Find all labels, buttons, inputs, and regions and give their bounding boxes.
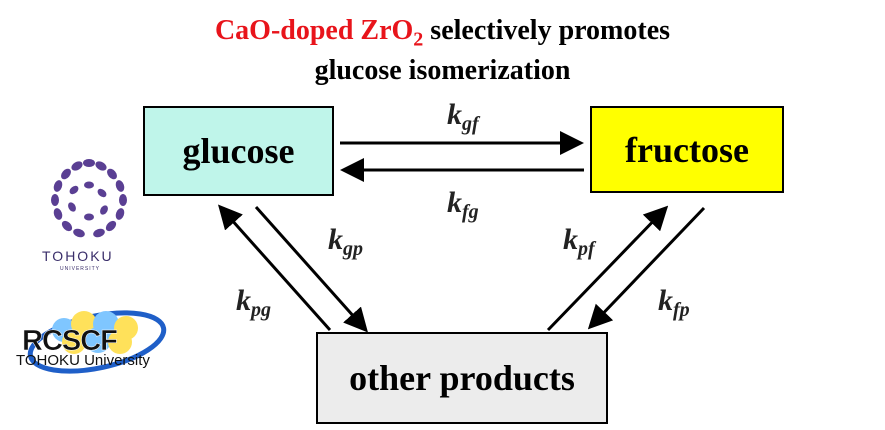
tohoku-logo-subtext: UNIVERSITY xyxy=(60,266,101,272)
rate-label-kpf: kpf xyxy=(563,223,595,260)
node-other-products: other products xyxy=(316,332,608,424)
title-line1-rest: selectively promotes xyxy=(423,15,671,46)
arrow-other-to-glucose xyxy=(218,204,332,331)
diagram-title-line1: CaO-doped ZrO2 selectively promotes xyxy=(0,14,885,57)
rate-label-kgf: kgf xyxy=(447,98,479,135)
title-catalyst: CaO-doped ZrO2 xyxy=(214,15,424,51)
node-fructose: fructose xyxy=(590,106,784,193)
diagram-title-line2: glucose isomerization xyxy=(314,55,571,86)
tohoku-university-logo-icon xyxy=(51,159,127,238)
node-glucose: glucose xyxy=(143,106,334,196)
rcscf-logo-text: RCSCF xyxy=(22,325,118,358)
arrow-fructose-to-other xyxy=(587,206,706,330)
rate-label-kfp: kfp xyxy=(658,284,690,321)
arrow-other-to-fructose xyxy=(546,205,669,332)
rcscf-logo-subtext: TOHOKU University xyxy=(16,352,150,369)
rate-label-kfg: kfg xyxy=(447,186,479,223)
rcscf-logo-icon xyxy=(27,310,167,374)
rate-label-kpg: kpg xyxy=(236,284,271,321)
tohoku-logo-text: TOHOKU xyxy=(42,248,114,264)
arrow-glucose-to-other xyxy=(254,206,368,333)
rate-label-kgp: kgp xyxy=(328,223,363,260)
